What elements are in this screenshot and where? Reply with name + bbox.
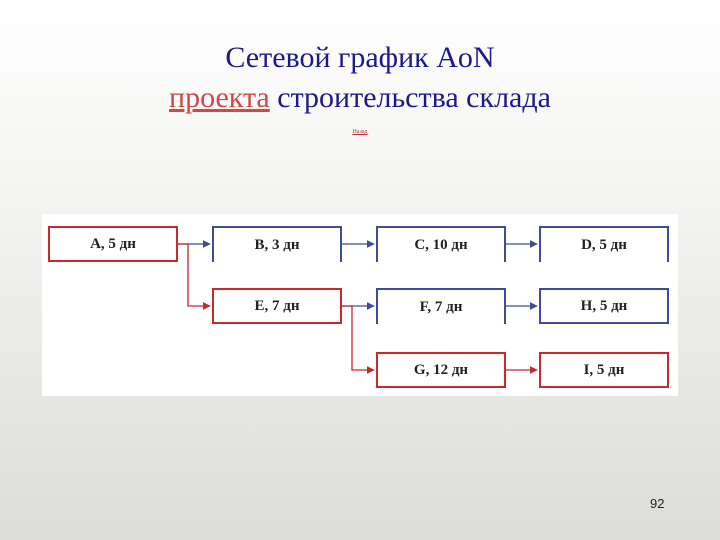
node-label: C, 10 дн bbox=[414, 236, 468, 253]
edge-e-g bbox=[342, 305, 375, 374]
edge-a-e bbox=[178, 243, 211, 310]
title-rest: строительства склада bbox=[269, 81, 551, 114]
activity-node-f: F, 7 дн bbox=[376, 288, 506, 324]
node-label: H, 5 дн bbox=[580, 297, 628, 314]
diagram-edges bbox=[178, 240, 538, 374]
activity-node-g: G, 12 дн bbox=[376, 352, 506, 388]
node-label: F, 7 дн bbox=[419, 298, 463, 315]
aon-network-diagram: A, 5 дн B, 3 дн C, 10 дн D, 5 дн E, 7 дн… bbox=[42, 214, 678, 396]
node-label: I, 5 дн bbox=[583, 361, 625, 378]
activity-node-a: A, 5 дн bbox=[48, 226, 178, 262]
node-label: E, 7 дн bbox=[254, 297, 300, 314]
title-line-1: Сетевой график AoN bbox=[225, 41, 495, 74]
back-link[interactable]: Назад bbox=[352, 129, 368, 135]
node-label: A, 5 дн bbox=[90, 235, 136, 252]
activity-node-h: H, 5 дн bbox=[539, 288, 669, 324]
activity-node-b: B, 3 дн bbox=[212, 226, 342, 262]
node-label: D, 5 дн bbox=[581, 236, 627, 253]
node-label: B, 3 дн bbox=[254, 236, 300, 253]
node-label: G, 12 дн bbox=[413, 361, 469, 378]
activity-node-e: E, 7 дн bbox=[212, 288, 342, 324]
activity-node-c: C, 10 дн bbox=[376, 226, 506, 262]
activity-node-d: D, 5 дн bbox=[539, 226, 669, 262]
title-project-link[interactable]: проекта bbox=[169, 81, 270, 114]
page-number: 92 bbox=[650, 496, 665, 511]
activity-node-i: I, 5 дн bbox=[539, 352, 669, 388]
slide-title: Сетевой график AoN проекта строительства… bbox=[0, 38, 720, 136]
title-line-2: проекта строительства склада bbox=[0, 78, 720, 118]
